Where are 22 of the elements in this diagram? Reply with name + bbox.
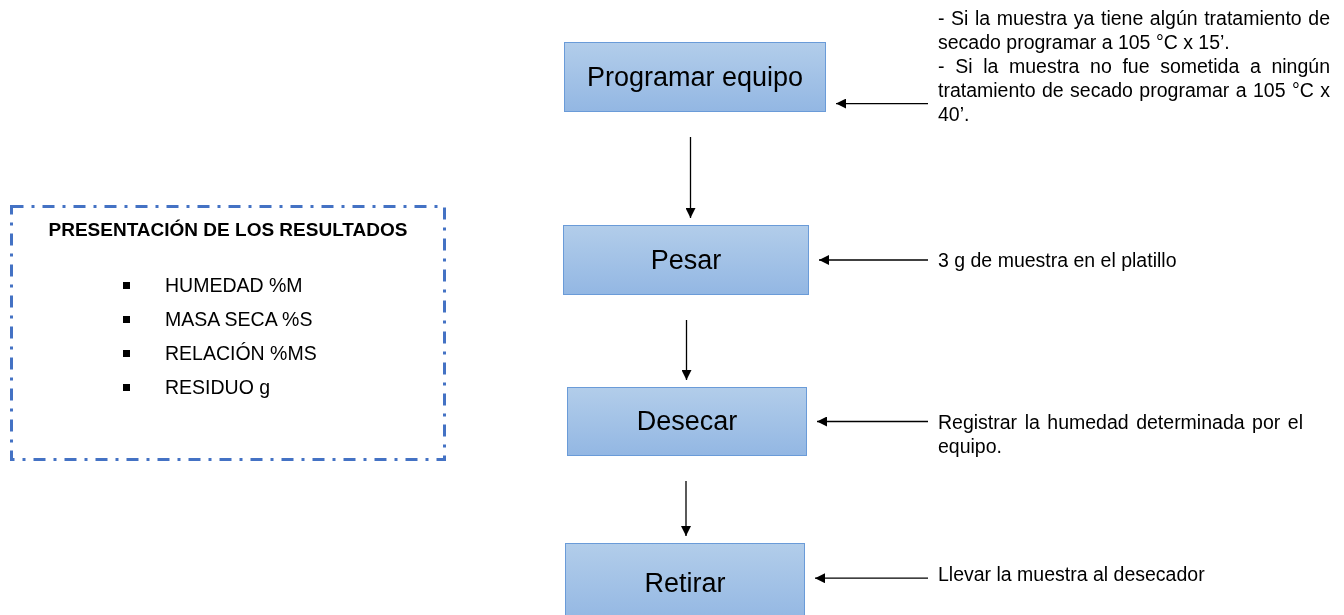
note-text: Llevar la muestra al desecador — [938, 562, 1206, 586]
note-text: 3 g de muestra en el platillo — [938, 248, 1178, 272]
arrow — [816, 416, 929, 427]
note-text: - Si la muestra ya tiene algún tratamiento de secado programar a 105 °C x 15’. — [938, 6, 1330, 54]
list-item: RELACIÓN %MS — [165, 341, 317, 365]
arrow — [835, 98, 929, 109]
arrow — [685, 136, 696, 219]
list-item: MASA SECA %S — [165, 307, 313, 331]
note-text: Registrar la humedad determinada por el equipo. — [938, 410, 1303, 458]
arrow — [681, 480, 691, 537]
list-item: HUMEDAD %M — [165, 273, 303, 297]
panel-heading: PRESENTACIÓN DE LOS RESULTADOS — [47, 219, 409, 241]
arrow — [681, 319, 692, 381]
arrow — [818, 255, 929, 265]
list-item: RESIDUO g — [165, 375, 271, 399]
process-box: Desecar — [567, 387, 807, 456]
process-box: Programar equipo — [564, 42, 826, 112]
process-box: Pesar — [563, 225, 809, 295]
arrow — [814, 573, 929, 584]
process-box: Retirar — [565, 543, 805, 615]
note-text: - Si la muestra no fue sometida a ningún tratamiento de secado programar a 105 °C x 40’. — [938, 54, 1330, 126]
results-panel — [10, 205, 446, 461]
